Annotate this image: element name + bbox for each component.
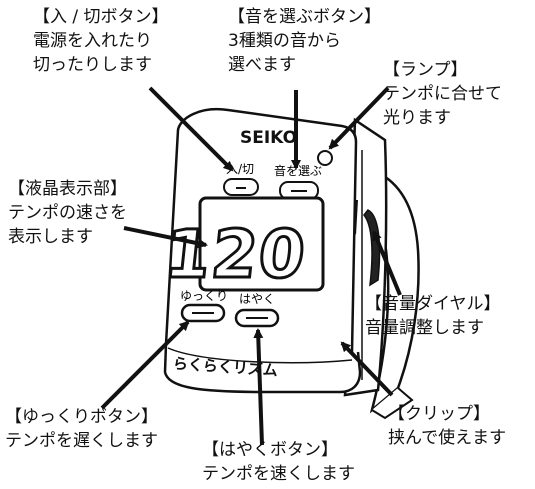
slow-callout-line: テンポを遅くします: [5, 431, 158, 451]
volume-callout-line: 音量調整します: [365, 318, 484, 338]
display-callout: 【液晶表示部】 テンポの速さを 表示します: [8, 177, 127, 249]
lamp-callout: 【ランプ】 テンポに合せて 光ります: [383, 58, 502, 130]
display-arrow: [123, 226, 208, 249]
slow-arrow: [100, 320, 190, 410]
volume-callout: 【音量ダイヤル】 音量調整します: [365, 292, 501, 340]
display-callout-title: 【液晶表示部】: [8, 179, 127, 199]
slow-callout: 【ゆっくりボタン】 テンポを遅くします: [5, 405, 158, 453]
power-callout: 【入 / 切ボタン】 電源を入れたり 切ったりします: [33, 5, 169, 77]
callout-arrows: [100, 86, 402, 446]
lamp-indicator: [317, 150, 333, 166]
volume-arrow: [372, 230, 402, 296]
slow-callout-title: 【ゆっくりボタン】: [5, 407, 158, 427]
brand-logo: SEIKO: [240, 128, 297, 148]
clip-callout-title: 【クリップ】: [388, 404, 490, 424]
power-callout-line: 切ったりします: [33, 55, 152, 75]
display-callout-line: テンポの速さを: [8, 203, 127, 223]
device-base: [163, 343, 362, 394]
power-arrow: [148, 86, 234, 172]
display-callout-line: 表示します: [8, 227, 93, 247]
clip-callout-line: 挟んで使えます: [388, 428, 507, 448]
sound-callout-line: 3種類の音から: [228, 31, 341, 51]
sound-callout-title: 【音を選ぶボタン】: [228, 7, 381, 27]
fast-callout: 【はやくボタン】 テンポを速くします: [202, 438, 355, 486]
sound-callout: 【音を選ぶボタン】 3種類の音から 選べます: [228, 5, 381, 77]
lamp-arrow: [328, 86, 390, 150]
sound-button-label: 音を選ぶ: [274, 163, 322, 178]
lamp-callout-title: 【ランプ】: [383, 60, 468, 80]
power-callout-title: 【入 / 切ボタン】: [33, 7, 169, 27]
volume-callout-title: 【音量ダイヤル】: [365, 294, 501, 314]
fast-button-label: はやく: [239, 292, 275, 306]
sound-callout-line: 選べます: [228, 55, 296, 75]
clip-callout: 【クリップ】 挟んで使えます: [388, 402, 506, 450]
fast-callout-line: テンポを速くします: [202, 464, 355, 484]
fast-callout-title: 【はやくボタン】: [202, 440, 338, 460]
lamp-callout-line: テンポに合せて: [383, 84, 502, 104]
clip-arrow: [340, 341, 394, 397]
slow-button-label: ゆっくり: [180, 289, 228, 303]
lamp-callout-line: 光ります: [383, 108, 451, 128]
power-callout-line: 電源を入れたり: [33, 31, 152, 51]
tempo-readout: 120: [161, 216, 310, 293]
fast-arrow: [253, 328, 264, 446]
